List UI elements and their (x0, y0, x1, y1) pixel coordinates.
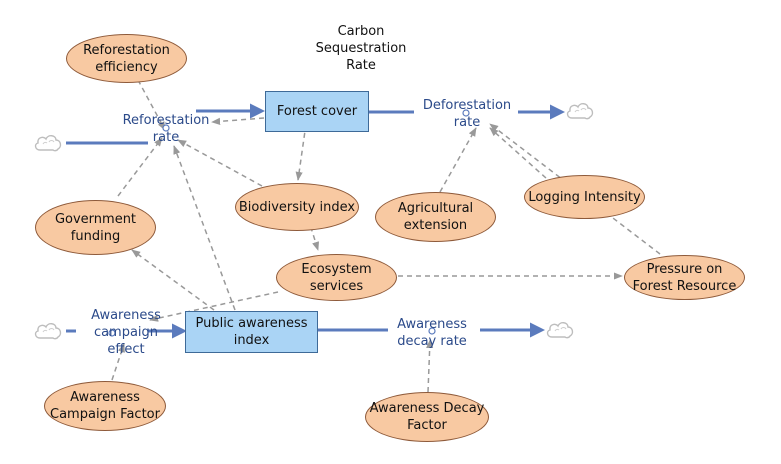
link-campaign-factor-to-campaign (111, 343, 125, 381)
sink-cloud-icon (546, 322, 574, 339)
link-funding-to-reforestation (117, 137, 163, 197)
stock-public-awareness-index[interactable]: Public awareness index (185, 311, 318, 353)
link-ecosystem-to-campaign (149, 291, 279, 322)
stock-label: Public awareness index (195, 316, 308, 348)
aux-reforestation-efficiency[interactable]: Reforestation efficiency (66, 34, 187, 83)
valve-icon (108, 329, 116, 337)
valve-icon (162, 124, 170, 132)
link-biodiversity-to-reforestation (177, 139, 263, 187)
aux-label: Ecosystem services (301, 261, 372, 294)
link-forest-to-biodiversity (295, 123, 307, 181)
aux-pressure-on-forest-resource[interactable]: Pressure on Forest Resource (624, 255, 745, 300)
source-cloud-icon (34, 135, 62, 152)
aux-label: Awareness Decay Factor (369, 401, 485, 433)
link-agricultural-to-deforestation (439, 127, 477, 193)
valve-icon (462, 109, 470, 117)
source-cloud-icon (34, 323, 62, 340)
rate-awareness-campaign-effect[interactable]: Awareness campaign effect (91, 308, 161, 357)
aux-logging-intensity[interactable]: Logging Intensity (524, 175, 645, 219)
aux-label: Biodiversity index (238, 199, 356, 215)
aux-carbon-sequestration-rate[interactable]: Carbon Sequestration Rate (300, 20, 422, 76)
link-awareness-to-funding (131, 249, 215, 311)
link-biodiversity-to-ecosystem (307, 217, 320, 251)
link-logging-to-deforestation (489, 127, 547, 179)
rate-deforestation[interactable]: Deforestation rate (422, 98, 512, 130)
aux-agricultural-extension[interactable]: Agricultural extension (375, 192, 496, 242)
valve-icon (428, 327, 436, 335)
aux-government-funding[interactable]: Government funding (35, 200, 156, 255)
stock-forest-cover[interactable]: Forest cover (265, 91, 369, 132)
rate-awareness-decay[interactable]: Awareness decay rate (397, 317, 467, 349)
aux-label: Carbon Sequestration Rate (315, 23, 407, 73)
aux-awareness-campaign-factor[interactable]: Awareness Campaign Factor (44, 381, 166, 431)
aux-label: Government funding (54, 211, 137, 244)
aux-label: Agricultural extension (397, 201, 474, 233)
aux-label: Awareness Campaign Factor (50, 390, 160, 422)
rate-reforestation[interactable]: Reforestation rate (122, 113, 210, 145)
aux-label: Logging Intensity (528, 189, 641, 205)
aux-label: Pressure on Forest Resource (632, 261, 737, 294)
aux-biodiversity-index[interactable]: Biodiversity index (235, 183, 359, 231)
sink-cloud-icon (566, 103, 594, 120)
link-awareness-to-reforestation (173, 145, 236, 311)
aux-ecosystem-services[interactable]: Ecosystem services (276, 254, 397, 301)
stock-label: Forest cover (276, 104, 358, 119)
aux-awareness-decay-factor[interactable]: Awareness Decay Factor (365, 392, 489, 442)
aux-label: Reforestation efficiency (83, 42, 170, 75)
link-efficiency-to-reforestation (137, 79, 166, 131)
